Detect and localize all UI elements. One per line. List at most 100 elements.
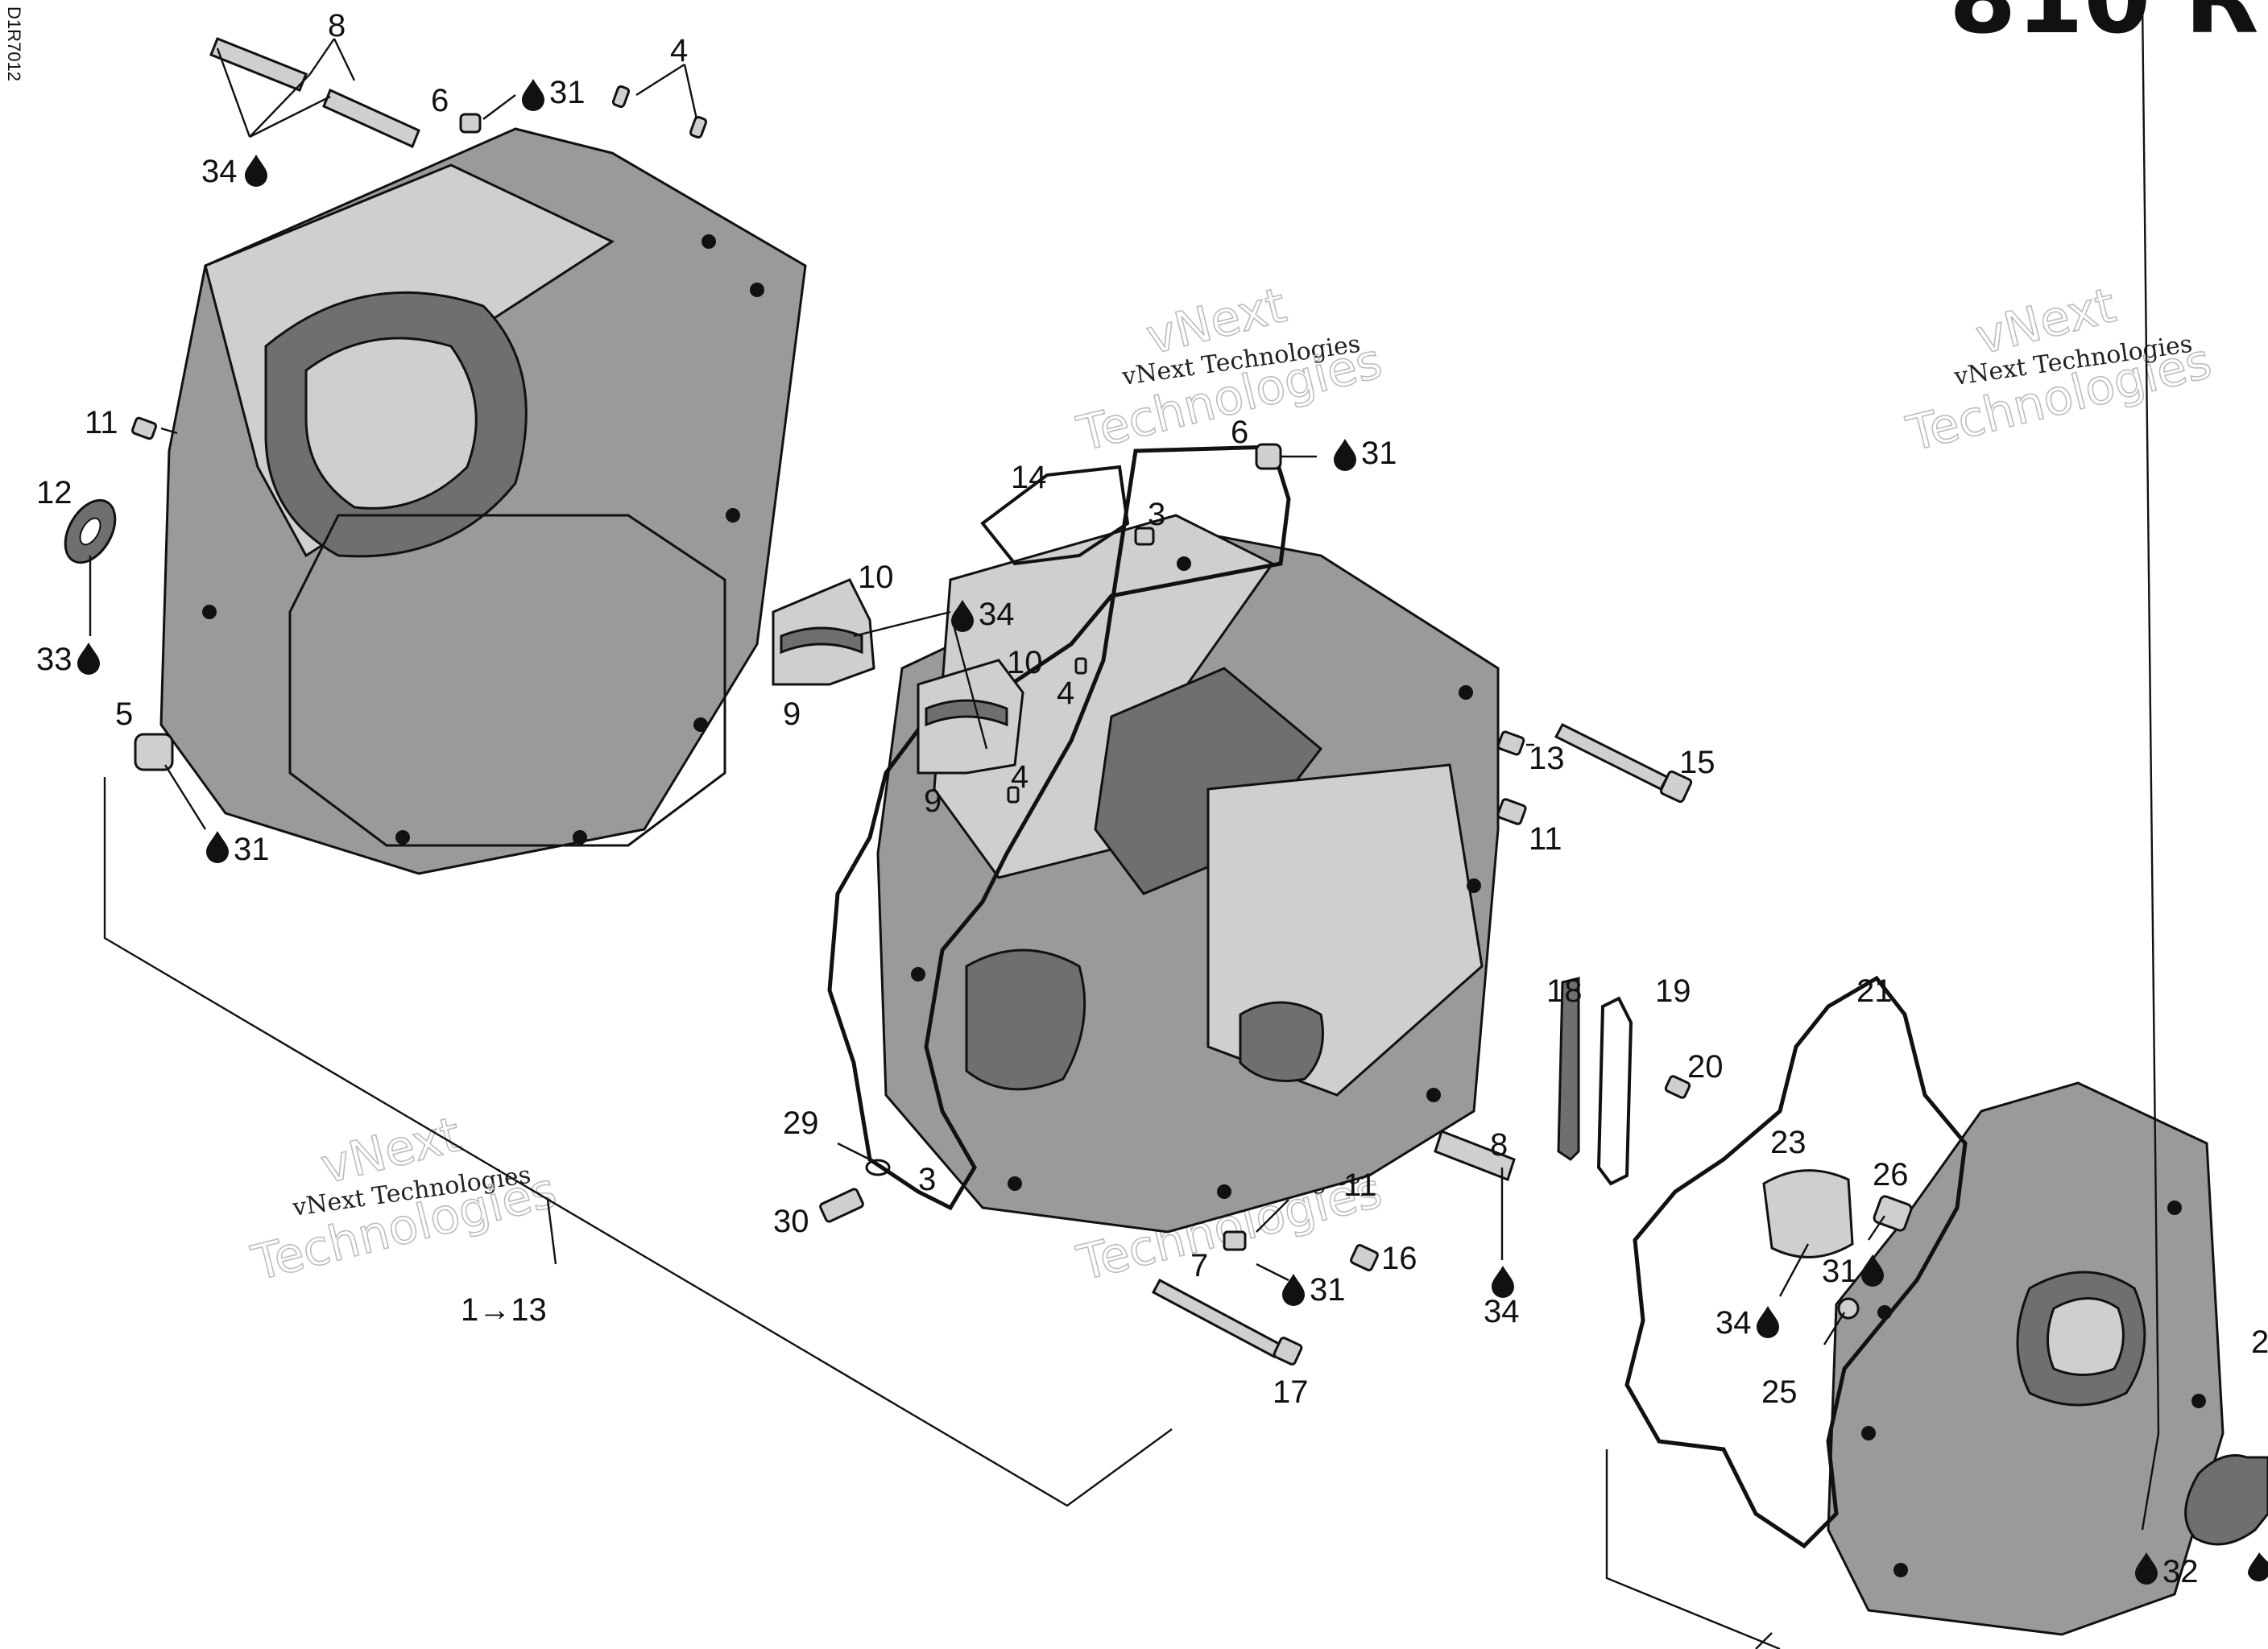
watermark-group-4: vNext Technologies vNext Technologies	[246, 1106, 562, 1292]
callout-30: 30	[773, 1204, 809, 1239]
callout-31: 31	[1310, 1272, 1346, 1308]
callout-4: 4	[670, 33, 688, 68]
oil-seal-right	[2184, 1454, 2268, 1546]
callout-31: 31	[1361, 436, 1397, 471]
oil-drop-icon	[1334, 439, 1356, 471]
callout-25: 25	[1761, 1374, 1798, 1410]
callout-3: 3	[1148, 497, 1165, 532]
oil-drop-icon	[2248, 1552, 2268, 1582]
leader-lines	[89, 0, 2160, 1531]
right-cover	[1827, 1081, 2225, 1636]
callout-5: 5	[115, 696, 133, 732]
pin-13	[1496, 730, 1525, 756]
callout-16: 16	[1381, 1241, 1418, 1276]
screw-16	[1350, 1244, 1379, 1271]
dowel-pin-top-b	[322, 88, 420, 149]
callout-33: 33	[36, 642, 72, 677]
assembly-bracket-right-end	[1755, 1632, 1773, 1649]
left-crankcase-half	[159, 127, 807, 875]
pin-11-right	[1496, 798, 1527, 825]
callout-15: 15	[1679, 745, 1715, 780]
callout-10: 10	[1007, 645, 1043, 680]
pin-4-mid	[1074, 657, 1087, 675]
callout-32: 32	[2162, 1554, 2199, 1589]
pin-top-a	[611, 85, 631, 109]
oil-drop-icon	[522, 79, 544, 111]
callout-20: 20	[1687, 1049, 1724, 1085]
callouts: 8 6 31 4 34 11 12 33 5 31 10 34 10 9 4 9…	[36, 8, 2268, 1589]
pin-11-low	[1223, 1230, 1247, 1251]
watermark-group-2: vNext Technologies vNext Technologies	[1071, 276, 1388, 463]
screw-30	[819, 1188, 864, 1223]
oil-drop-icon	[1282, 1274, 1305, 1306]
oil-drop-icon	[1492, 1266, 1514, 1298]
callout-17: 17	[1273, 1374, 1309, 1410]
callout-29: 29	[783, 1106, 819, 1141]
oil-drop-icon	[77, 643, 100, 675]
oil-drop-icon	[245, 155, 267, 187]
watermark-group-3: vNext Technologies vNext Technologies	[1901, 276, 2217, 463]
callout-9: 9	[783, 696, 801, 732]
callout-8: 8	[328, 8, 346, 43]
oil-strainer	[1557, 977, 1580, 1161]
callout-14: 14	[1011, 460, 1047, 495]
callout-7: 7	[1190, 1248, 1208, 1283]
pin-top-b	[689, 115, 708, 139]
bolt-17	[1151, 1278, 1303, 1366]
callout-13: 13	[1529, 741, 1565, 776]
callout-4: 4	[1011, 759, 1028, 795]
assembly-bracket-left	[103, 777, 1173, 1507]
bearing-shell-upper	[772, 578, 875, 686]
oil-drop-icon	[1757, 1306, 1779, 1338]
callout-34: 34	[1484, 1294, 1520, 1329]
diagram-code: D1R7012	[4, 6, 24, 81]
callout-11: 11	[1529, 821, 1562, 857]
strainer-gasket	[1596, 996, 1633, 1186]
cover-gasket	[1624, 975, 1968, 1549]
callout-range: 1→13	[461, 1292, 547, 1328]
diagram-title: 810 R	[1949, 0, 2259, 56]
callout-31: 31	[234, 832, 270, 867]
pin-4-low	[1007, 786, 1020, 804]
callout-18: 18	[1546, 973, 1583, 1009]
callout-11: 11	[1343, 1168, 1377, 1203]
center-crankcase-half	[876, 514, 1500, 1234]
assembly-bracket-right	[1605, 1449, 1781, 1649]
callout-31: 31	[549, 75, 586, 110]
bolt-15	[1554, 723, 1693, 804]
callout-9: 9	[924, 783, 942, 819]
callout-3: 3	[918, 1162, 936, 1197]
callout-26: 26	[1873, 1157, 1909, 1192]
dowel-pin-top-a	[209, 37, 308, 92]
bushing-23	[1762, 1169, 1854, 1258]
callout-8: 8	[1490, 1127, 1508, 1163]
oil-drop-icon	[951, 600, 974, 632]
callout-34: 34	[979, 597, 1015, 632]
callout-21: 21	[1856, 973, 1893, 1009]
bushing-mid	[1255, 443, 1282, 470]
callout-19: 19	[1655, 973, 1691, 1009]
crankcase-gasket	[827, 444, 1291, 1211]
callout-2: 2	[2251, 1325, 2268, 1360]
pin-3-top	[1134, 527, 1155, 546]
callout-31: 31	[1822, 1254, 1858, 1289]
bushing-top	[459, 113, 482, 134]
o-ring-29	[865, 1159, 891, 1176]
callout-4: 4	[1057, 676, 1074, 711]
pin-26	[1873, 1195, 1913, 1232]
callout-6: 6	[1231, 415, 1248, 450]
dowel-pin-low	[1434, 1130, 1516, 1181]
callout-11: 11	[85, 405, 118, 440]
oil-drop-icon	[206, 831, 229, 863]
callout-12: 12	[36, 475, 72, 510]
callout-6: 6	[431, 83, 449, 118]
callout-10: 10	[858, 560, 894, 595]
oil-drop-icon	[2135, 1552, 2158, 1585]
crankcase-gasket-tab	[980, 465, 1130, 566]
callout-23: 23	[1770, 1125, 1807, 1160]
callout-34: 34	[201, 154, 238, 189]
pin-left	[130, 416, 158, 440]
screw-20	[1664, 1075, 1691, 1099]
bearing-shell-lower	[917, 659, 1024, 775]
